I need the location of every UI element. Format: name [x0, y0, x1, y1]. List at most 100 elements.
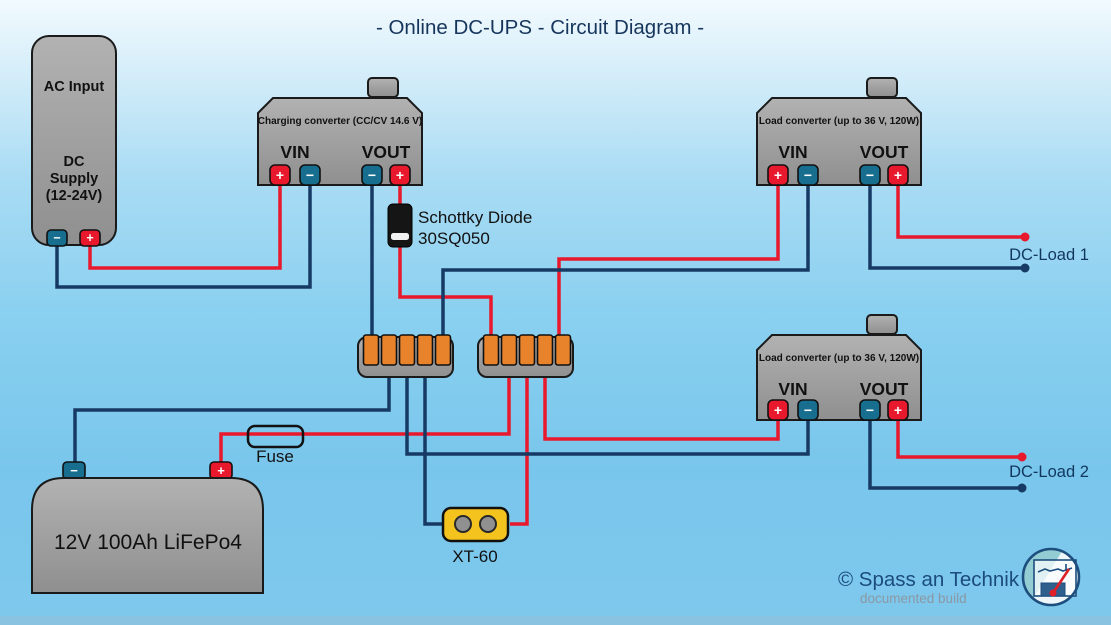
- load-converter-1-vout-plus-terminal: +: [887, 164, 909, 186]
- charging-converter-vout-label: VOUT: [362, 142, 411, 162]
- schottky-diode: Schottky Diode 30SQ050: [387, 203, 532, 248]
- xt60-pin-right: [479, 515, 497, 533]
- dc-supply-label-line2: Supply: [50, 171, 98, 187]
- svg-text:+: +: [774, 167, 782, 183]
- connector-lever: [380, 334, 398, 366]
- load-converter-1-label: Load converter (up to 36 V, 120W): [759, 116, 919, 127]
- dc-supply-box: [31, 35, 117, 246]
- diode-name-label: Schottky Diode: [418, 208, 532, 227]
- load-converter-2: Load converter (up to 36 V, 120W) VIN VO…: [756, 314, 922, 421]
- load-converter-1-body: [756, 97, 922, 186]
- connector-lever: [482, 334, 500, 366]
- meter-logo-icon: [1021, 547, 1081, 607]
- page-title: - Online DC-UPS - Circuit Diagram -: [376, 16, 704, 39]
- fuse: Fuse: [246, 424, 305, 466]
- load-converter-1-vin-label: VIN: [778, 142, 807, 162]
- svg-text:+: +: [396, 167, 404, 183]
- logo-needle-pivot: [1049, 589, 1057, 597]
- svg-text:+: +: [894, 167, 902, 183]
- svg-text:+: +: [86, 231, 93, 245]
- load-converter-2-trim-tab: [866, 314, 898, 335]
- svg-text:−: −: [70, 463, 78, 478]
- svg-text:−: −: [306, 167, 314, 183]
- wire-supply-minus-to-charger-vin: [55, 184, 312, 289]
- connector-lever: [434, 334, 452, 366]
- fuse-body: [246, 424, 305, 449]
- charging-converter-vout-plus-terminal: +: [389, 164, 411, 186]
- load-converter-2-vout-minus-terminal: −: [859, 399, 881, 421]
- wire-negative-busbar-to-xt60: [423, 374, 445, 526]
- bottom-strip: [0, 616, 1111, 625]
- battery-body: [31, 477, 264, 594]
- svg-text:−: −: [866, 402, 874, 418]
- logo-circle-border: [1021, 547, 1081, 607]
- load-converter-1-vout-label: VOUT: [860, 142, 909, 162]
- fuse-label: Fuse: [256, 447, 294, 466]
- charging-converter-vin-minus-terminal: −: [299, 164, 321, 186]
- diode-part-label: 30SQ050: [418, 229, 490, 248]
- load-converter-1-vin-minus-terminal: −: [797, 164, 819, 186]
- svg-text:+: +: [774, 402, 782, 418]
- dc-supply-label-line3: (12-24V): [46, 188, 103, 204]
- svg-text:+: +: [894, 402, 902, 418]
- wire-load1-vout-to-dcload1: [896, 184, 1025, 239]
- load-converter-1-vin-plus-terminal: +: [767, 164, 789, 186]
- wire-positive-busbar-to-load2-vin: [543, 374, 780, 441]
- dcload2-negative-endpoint: [1017, 483, 1027, 493]
- charging-converter-vout-minus-terminal: −: [361, 164, 383, 186]
- credit-name: © Spass an Technik: [838, 568, 1020, 591]
- battery-terminal-plus: +: [209, 461, 233, 480]
- wire-negative-busbar-to-load1-vin: [441, 184, 810, 339]
- connector-lever: [518, 334, 536, 366]
- connector-lever: [362, 334, 380, 366]
- logo-meter-scale: [1037, 564, 1073, 573]
- connector-lever: [416, 334, 434, 366]
- load-converter-2-label: Load converter (up to 36 V, 120W): [759, 353, 919, 364]
- diode-cathode-band: [391, 233, 409, 240]
- wires-negative: [55, 184, 1025, 526]
- dc-supply-label-line1: DC: [64, 154, 85, 170]
- charging-converter-trim-tab: [367, 77, 399, 98]
- svg-text:−: −: [804, 167, 812, 183]
- connector-lever: [536, 334, 554, 366]
- wire-supply-plus-to-charger-vin: [88, 184, 282, 270]
- dc-load-2-label: DC-Load 2: [1009, 463, 1089, 481]
- svg-text:−: −: [53, 231, 60, 245]
- battery-terminal-minus: −: [62, 461, 86, 480]
- wire-negative-busbar-to-battery: [73, 374, 391, 465]
- load-converter-1: Load converter (up to 36 V, 120W) VIN VO…: [756, 77, 922, 186]
- xt60-pin-left: [454, 515, 472, 533]
- logo-meter-needle: [1051, 568, 1071, 594]
- dc-supply: AC Input DC Supply (12-24V) − +: [31, 35, 117, 247]
- terminal-block-negative: [357, 334, 454, 378]
- load-converter-1-trim-tab: [866, 77, 898, 98]
- load-converter-2-vout-plus-terminal: +: [887, 399, 909, 421]
- ac-input-label: AC Input: [44, 79, 105, 95]
- wire-load1-vout-minus-to-dcload1: [868, 184, 1025, 270]
- load-converter-1-vout-minus-terminal: −: [859, 164, 881, 186]
- svg-text:−: −: [804, 402, 812, 418]
- load-converter-2-vin-plus-terminal: +: [767, 399, 789, 421]
- wire-positive-busbar-to-xt60: [510, 374, 529, 526]
- battery: − + 12V 100Ah LiFePo4: [31, 461, 264, 594]
- wire-load2-vout-to-dcload2: [896, 420, 1022, 459]
- load-converter-2-vin-minus-terminal: −: [797, 399, 819, 421]
- dcload2-positive-endpoint: [1017, 452, 1027, 462]
- dc-supply-terminal-minus: −: [46, 229, 68, 247]
- charging-converter-vin-plus-terminal: +: [269, 164, 291, 186]
- charging-converter-body: [257, 97, 423, 186]
- diode-body: [387, 203, 413, 248]
- load-converter-2-vin-label: VIN: [778, 379, 807, 399]
- charging-converter-vin-label: VIN: [280, 142, 309, 162]
- credit-subtitle: documented build: [860, 591, 967, 606]
- dc-load-1-label: DC-Load 1: [1009, 246, 1089, 264]
- svg-text:−: −: [866, 167, 874, 183]
- load-converter-2-body: [756, 334, 922, 421]
- xt60-connector: XT-60: [441, 506, 510, 566]
- wire-negative-busbar-to-load2-vin: [405, 374, 810, 456]
- wire-positive-busbar-to-fuse-battery: [219, 374, 511, 465]
- connector-lever: [398, 334, 416, 366]
- svg-text:−: −: [368, 167, 376, 183]
- terminal-block-positive: [477, 334, 574, 378]
